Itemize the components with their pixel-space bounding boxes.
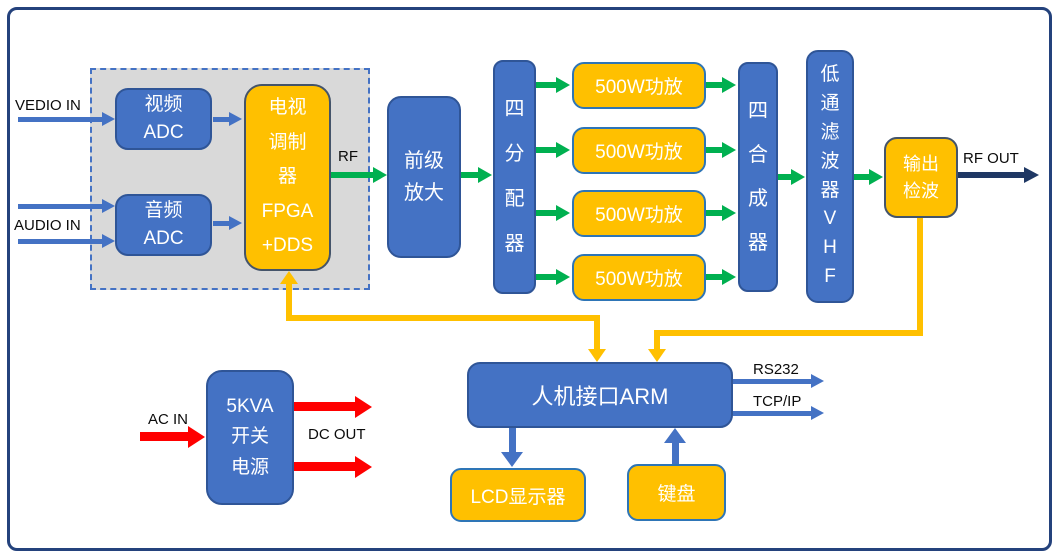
arrow-aadc-to-mod xyxy=(213,221,231,226)
block-preamp: 前级 放大 xyxy=(387,96,461,258)
arrowhead-audio-in-1 xyxy=(102,199,115,213)
arrow-mod-to-preamp xyxy=(331,172,375,178)
arrow-vadc-to-mod xyxy=(213,117,231,122)
block-keyboard: 键盘 xyxy=(627,464,726,521)
arrow-pa2-to-combiner xyxy=(706,147,724,153)
arrowhead-vedio-in xyxy=(102,112,115,126)
arrowhead-ctl-to-arm-2 xyxy=(648,349,666,362)
block-pa2: 500W功放 xyxy=(572,127,706,174)
arrow-audio-in-1 xyxy=(18,204,104,209)
arrow-lpf-to-detector xyxy=(854,174,871,180)
label-tcpip: TCP/IP xyxy=(753,393,802,410)
arrowhead-ctl-to-mod xyxy=(280,271,298,284)
block-arm-hmi: 人机接口ARM xyxy=(467,362,733,428)
arrow-splitter-to-pa1 xyxy=(536,82,558,88)
block-audio-adc: 音频 ADC xyxy=(115,194,212,256)
arrowhead-dc-out-1 xyxy=(355,396,372,418)
block-splitter: 四 分 配 器 xyxy=(493,60,536,294)
arrowhead-ac-in xyxy=(188,426,205,448)
block-video-adc: 视频 ADC xyxy=(115,88,212,150)
label-audio-in: AUDIO IN xyxy=(14,217,81,234)
arrowhead-tcpip xyxy=(811,406,824,420)
arrow-pa3-to-combiner xyxy=(706,210,724,216)
arrowhead-arm-to-lcd xyxy=(501,452,523,467)
arrowhead-splitter-to-pa2 xyxy=(556,142,570,158)
block-pa1: 500W功放 xyxy=(572,62,706,109)
arrowhead-preamp-to-splitter xyxy=(478,167,492,183)
arrow-arm-to-lcd xyxy=(509,428,516,454)
arrow-kbd-to-arm xyxy=(672,441,679,464)
arrowhead-splitter-to-pa3 xyxy=(556,205,570,221)
label-rf: RF xyxy=(338,148,358,165)
arrow-rf-out xyxy=(958,172,1026,178)
ctl-arm-mod-vertical xyxy=(286,283,292,321)
arrowhead-pa2-to-combiner xyxy=(722,142,736,158)
arrow-ac-in xyxy=(140,432,190,441)
arrowhead-audio-in-2 xyxy=(102,234,115,248)
block-lcd-display: LCD显示器 xyxy=(450,468,586,522)
arrowhead-aadc-to-mod xyxy=(229,216,242,230)
arrowhead-pa1-to-combiner xyxy=(722,77,736,93)
arrowhead-pa3-to-combiner xyxy=(722,205,736,221)
arrowhead-vadc-to-mod xyxy=(229,112,242,126)
arrowhead-rs232 xyxy=(811,374,824,388)
arrow-pa1-to-combiner xyxy=(706,82,724,88)
label-vedio-in: VEDIO IN xyxy=(15,97,81,114)
block-pa3: 500W功放 xyxy=(572,190,706,237)
arrow-dc-out-1 xyxy=(293,402,357,411)
arrow-preamp-to-splitter xyxy=(461,172,480,178)
arrow-splitter-to-pa4 xyxy=(536,274,558,280)
ctl-det-arm-drop xyxy=(654,330,660,349)
arrowhead-pa4-to-combiner xyxy=(722,269,736,285)
arrow-rs232 xyxy=(733,379,813,384)
arrowhead-lpf-to-detector xyxy=(869,169,883,185)
ctl-det-arm-horizontal xyxy=(654,330,923,336)
block-combiner: 四 合 成 器 xyxy=(738,62,778,292)
outer-frame xyxy=(7,7,1052,551)
arrow-splitter-to-pa2 xyxy=(536,147,558,153)
arrow-combiner-to-lpf xyxy=(778,174,794,180)
label-dc-out: DC OUT xyxy=(308,426,366,443)
arrowhead-combiner-to-lpf xyxy=(791,169,805,185)
arrow-tcpip xyxy=(733,411,813,416)
ctl-det-arm-vertical xyxy=(917,218,923,333)
arrowhead-splitter-to-pa1 xyxy=(556,77,570,93)
arrowhead-rf-out xyxy=(1024,167,1039,183)
arrowhead-ctl-to-arm-1 xyxy=(588,349,606,362)
block-psu: 5KVA 开关 电源 xyxy=(206,370,294,505)
block-tv-modulator: 电视 调制 器 FPGA +DDS xyxy=(244,84,331,271)
label-rf-out: RF OUT xyxy=(963,150,1019,167)
label-rs232: RS232 xyxy=(753,361,799,378)
label-ac-in: AC IN xyxy=(148,411,189,428)
arrowhead-mod-to-preamp xyxy=(373,167,387,183)
arrowhead-kbd-to-arm xyxy=(664,428,686,443)
arrow-pa4-to-combiner xyxy=(706,274,724,280)
block-lpf-vhf: 低 通 滤 波 器 V H F xyxy=(806,50,854,303)
arrow-splitter-to-pa3 xyxy=(536,210,558,216)
arrowhead-splitter-to-pa4 xyxy=(556,269,570,285)
block-pa4: 500W功放 xyxy=(572,254,706,301)
arrow-vedio-in xyxy=(18,117,104,122)
arrowhead-dc-out-2 xyxy=(355,456,372,478)
block-output-detector: 输出 检波 xyxy=(884,137,958,218)
arrow-dc-out-2 xyxy=(293,462,357,471)
ctl-arm-mod-drop xyxy=(594,315,600,350)
arrow-audio-in-2 xyxy=(18,239,104,244)
ctl-arm-mod-horizontal xyxy=(286,315,600,321)
